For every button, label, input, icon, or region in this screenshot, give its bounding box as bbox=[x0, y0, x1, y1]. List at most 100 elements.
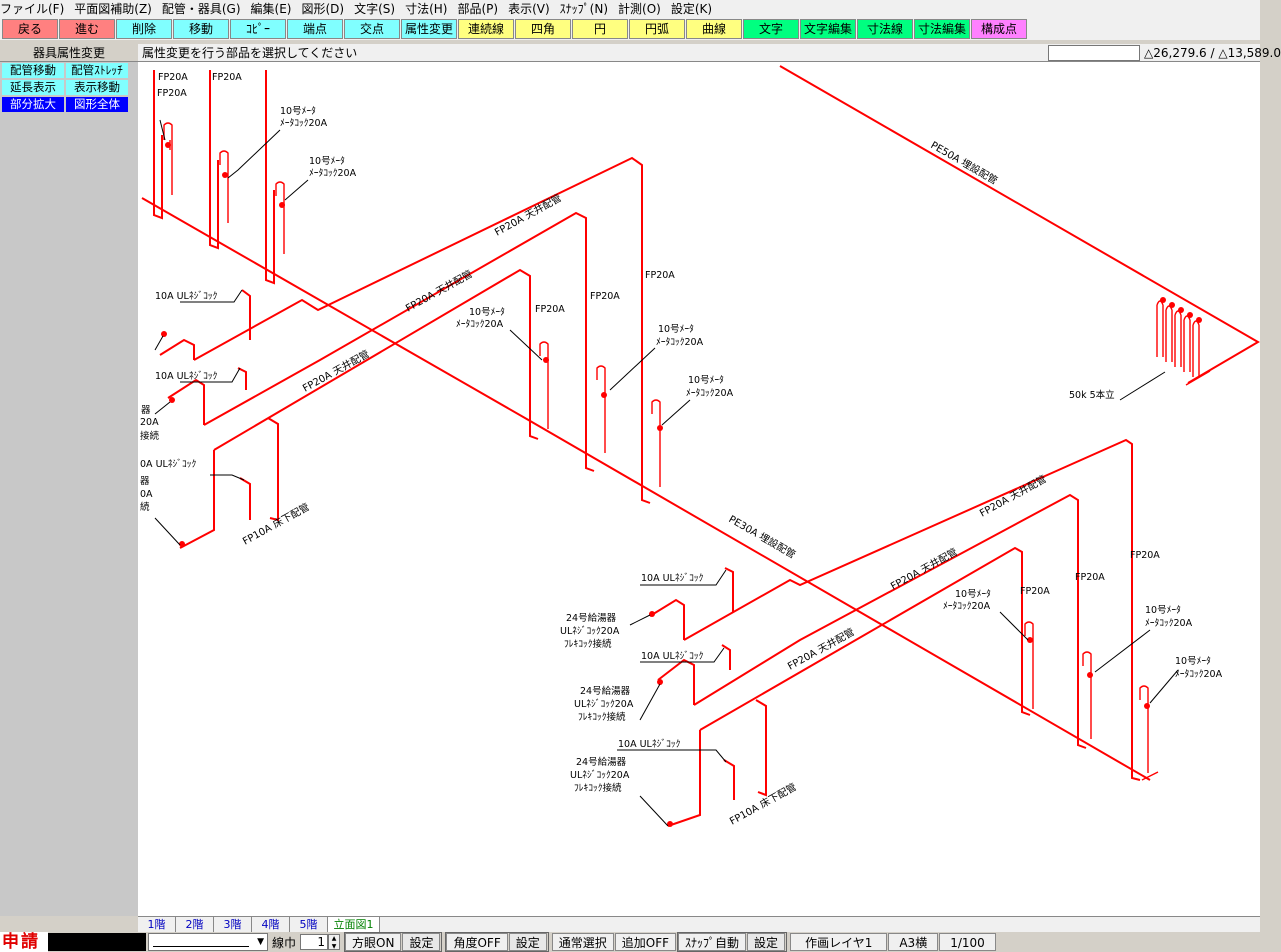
select-mode-button[interactable]: 通常選択 bbox=[551, 933, 614, 951]
label-pe30-pipe: PE30A 埋設配管 bbox=[727, 512, 799, 561]
linetype-select[interactable]: ▼ bbox=[148, 933, 268, 951]
angle-toggle-button[interactable]: 角度OFF bbox=[446, 933, 508, 951]
menu-item[interactable]: 平面図補助(Z) bbox=[74, 2, 152, 16]
toolbar-button[interactable]: 戻る bbox=[2, 19, 58, 39]
linewidth-spinner[interactable]: ▲ ▼ bbox=[328, 934, 341, 950]
side-panel-title: 器具属性変更 bbox=[0, 44, 138, 62]
label-heater: 24号給湯器 bbox=[566, 612, 617, 624]
buried-main-pipe[interactable] bbox=[141, 65, 1260, 781]
status-message: 属性変更を行う部品を選択してください bbox=[142, 46, 358, 60]
label-meter: 10号ﾒｰﾀ bbox=[1175, 656, 1211, 667]
layer-button[interactable]: 作画レイヤ1 bbox=[790, 933, 888, 951]
toolbar-button[interactable]: 構成点 bbox=[971, 19, 1027, 39]
toolbar-button[interactable]: 削除 bbox=[116, 19, 172, 39]
toolbar-button[interactable]: 交点 bbox=[344, 19, 400, 39]
floor-tabs: 1階 2階 3階 4階 5階 立面図1 bbox=[138, 916, 1260, 932]
angle-settings-button[interactable]: 設定 bbox=[508, 933, 547, 951]
label-meter: 10号ﾒｰﾀ bbox=[658, 324, 694, 335]
zoom-all-button[interactable]: 図形全体 bbox=[66, 97, 128, 112]
grid-toggle-button[interactable]: 方眼ON bbox=[345, 933, 402, 951]
label-ul-cock: 10A ULﾈｼﾞｺｯｸ bbox=[155, 371, 218, 382]
toolbar-button[interactable]: 寸法線 bbox=[857, 19, 913, 39]
app-mark: 申請 bbox=[0, 932, 48, 952]
snap-mode-button[interactable]: ｽﾅｯﾌﾟ自動 bbox=[678, 933, 747, 951]
toolbar-button[interactable]: 円弧 bbox=[629, 19, 685, 39]
menu-item[interactable]: 寸法(H) bbox=[405, 2, 448, 16]
paper-size-button[interactable]: A3横 bbox=[888, 933, 939, 951]
toolbar-button[interactable]: ｺﾋﾟｰ bbox=[230, 19, 286, 39]
label-meter-cock: ﾒｰﾀｺｯｸ20A bbox=[1175, 669, 1223, 680]
toolbar-button[interactable]: 進む bbox=[59, 19, 115, 39]
label-fp20a: FP20A bbox=[1130, 550, 1160, 561]
toolbar-button[interactable]: 端点 bbox=[287, 19, 343, 39]
menu-item[interactable]: ファイル(F) bbox=[0, 2, 65, 16]
drawing-canvas[interactable]: FP20A FP20A FP20A 10号ﾒｰﾀ ﾒｰﾀｺｯｸ20A 10号ﾒｰ… bbox=[138, 62, 1260, 916]
label-ceiling-pipe: FP20A 天井配管 bbox=[300, 347, 371, 395]
display-move-button[interactable]: 表示移動 bbox=[66, 80, 128, 95]
menu-item[interactable]: 文字(S) bbox=[354, 2, 396, 16]
coordinate-readout: △26,279.6 / △13,589.0 bbox=[1144, 45, 1281, 60]
command-input[interactable] bbox=[1048, 44, 1140, 61]
toolbar-button[interactable]: 連続線 bbox=[458, 19, 514, 39]
side-row: 延長表示 表示移動 bbox=[0, 79, 138, 96]
line-color-swatch[interactable] bbox=[48, 933, 146, 951]
tab-floor-1[interactable]: 1階 bbox=[138, 917, 176, 932]
tab-floor-2[interactable]: 2階 bbox=[176, 917, 214, 932]
label-meter: 10号ﾒｰﾀ bbox=[469, 307, 505, 318]
toolbar-button[interactable]: 文字 bbox=[743, 19, 799, 39]
toolbar-button[interactable]: 文字編集 bbox=[800, 19, 856, 39]
linetype-preview bbox=[153, 946, 249, 947]
upper-ceiling-pipes[interactable] bbox=[159, 156, 663, 549]
linewidth-input[interactable]: 1 bbox=[300, 934, 329, 950]
label-fp20a: FP20A bbox=[1075, 572, 1105, 583]
tab-floor-3[interactable]: 3階 bbox=[214, 917, 252, 932]
menu-item[interactable]: 設定(K) bbox=[670, 2, 713, 16]
label-fp20a: FP20A bbox=[645, 270, 675, 281]
label-fp20a: FP20A bbox=[158, 72, 188, 83]
gas-cylinders[interactable] bbox=[1156, 297, 1211, 386]
label-meter-cock: ﾒｰﾀｺｯｸ20A bbox=[280, 118, 328, 129]
toolbar-button[interactable]: 円 bbox=[572, 19, 628, 39]
label-flex: ﾌﾚｷｺｯｸ接続 bbox=[578, 711, 626, 723]
menu-item[interactable]: 部品(P) bbox=[457, 2, 499, 16]
menu-item[interactable]: ｽﾅｯﾌﾟ(N) bbox=[559, 2, 609, 16]
label-ceiling-pipe: FP20A 天井配管 bbox=[785, 625, 856, 673]
pipe-move-button[interactable]: 配管移動 bbox=[2, 63, 64, 78]
lower-ceiling-pipes[interactable] bbox=[649, 438, 1159, 827]
snap-settings-button[interactable]: 設定 bbox=[747, 933, 786, 951]
upper-risers[interactable] bbox=[153, 70, 285, 285]
label-heater: 24号給湯器 bbox=[576, 756, 627, 768]
tab-floor-4[interactable]: 4階 bbox=[252, 917, 290, 932]
menu-item[interactable]: 計測(O) bbox=[618, 2, 661, 16]
label-flex: ﾌﾚｷｺｯｸ接続 bbox=[574, 782, 622, 794]
label-ceiling-pipe: FP20A 天井配管 bbox=[492, 191, 563, 239]
spin-down-icon[interactable]: ▼ bbox=[331, 943, 337, 950]
bottom-bar: 申請 ▼ 線巾 1 ▲ ▼ 方眼ON 設定 角度OFF 設定 通常選択 追加OF… bbox=[0, 932, 1260, 952]
toolbar-button[interactable]: 四角 bbox=[515, 19, 571, 39]
menu-item[interactable]: 図形(D) bbox=[301, 2, 345, 16]
label-ul-cock-20a: ULﾈｼﾞｺｯｸ20A bbox=[574, 699, 634, 710]
spin-up-icon[interactable]: ▲ bbox=[331, 935, 337, 942]
isometric-piping-drawing[interactable]: FP20A FP20A FP20A 10号ﾒｰﾀ ﾒｰﾀｺｯｸ20A 10号ﾒｰ… bbox=[138, 62, 1260, 916]
scale-button[interactable]: 1/100 bbox=[939, 933, 996, 951]
tab-floor-5[interactable]: 5階 bbox=[290, 917, 328, 932]
pipe-stretch-button[interactable]: 配管ｽﾄﾚｯﾁ bbox=[66, 63, 128, 78]
toolbar-button[interactable]: 寸法編集 bbox=[914, 19, 970, 39]
extend-display-button[interactable]: 延長表示 bbox=[2, 80, 64, 95]
leader-lines bbox=[154, 119, 1179, 827]
menu-item[interactable]: 表示(V) bbox=[508, 2, 550, 16]
side-panel: 器具属性変更 配管移動 配管ｽﾄﾚｯﾁ 延長表示 表示移動 部分拡大 図形全体 bbox=[0, 44, 138, 916]
side-row: 部分拡大 図形全体 bbox=[0, 96, 138, 113]
label-ul-cock-20a: ULﾈｼﾞｺｯｸ20A bbox=[570, 770, 630, 781]
menu-item[interactable]: 編集(E) bbox=[250, 2, 292, 16]
toolbar-button[interactable]: 曲線 bbox=[686, 19, 742, 39]
toolbar-button[interactable]: 属性変更 bbox=[401, 19, 457, 39]
tab-elevation-1[interactable]: 立面図1 bbox=[328, 917, 380, 932]
menu-item[interactable]: 配管・器具(G) bbox=[161, 2, 241, 16]
add-toggle-button[interactable]: 追加OFF bbox=[614, 933, 677, 951]
toolbar-button[interactable]: 移動 bbox=[173, 19, 229, 39]
label-fp20a: FP20A bbox=[212, 72, 242, 83]
label-meter-cock: ﾒｰﾀｺｯｸ20A bbox=[309, 168, 357, 179]
grid-settings-button[interactable]: 設定 bbox=[402, 933, 441, 951]
zoom-partial-button[interactable]: 部分拡大 bbox=[2, 97, 64, 112]
